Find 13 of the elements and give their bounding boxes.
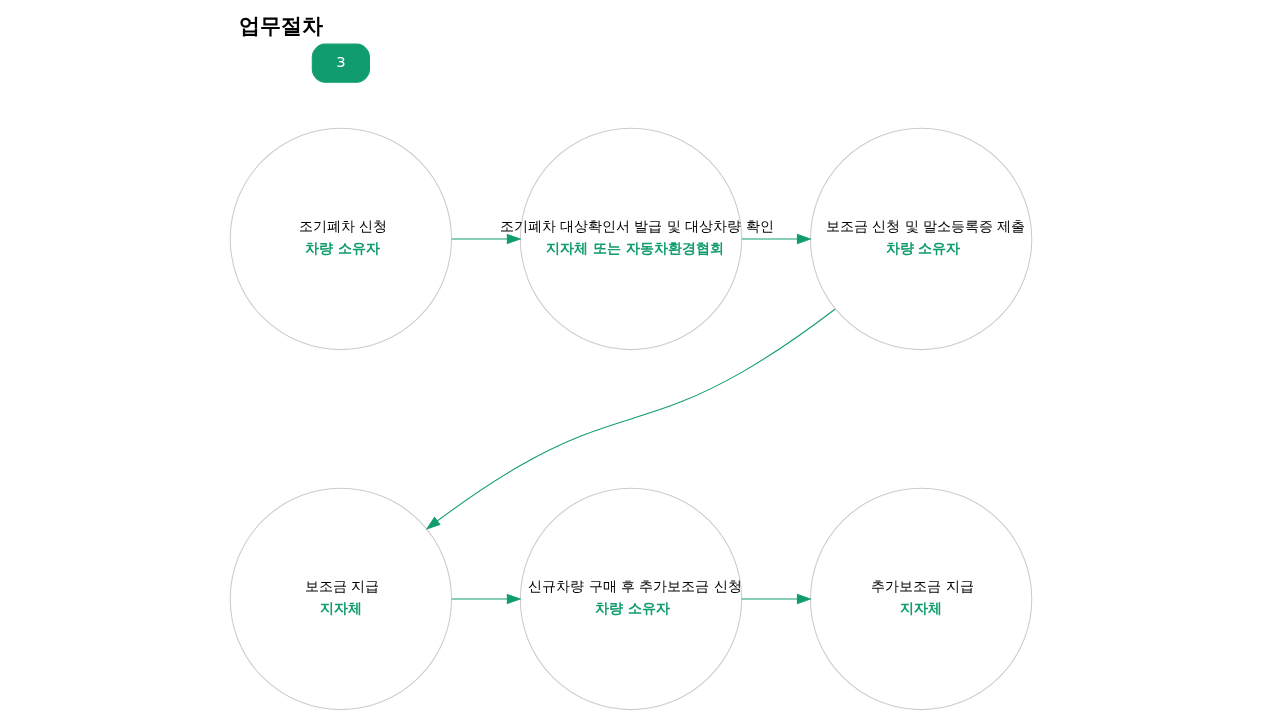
arrow: [451, 593, 522, 605]
diagram-title: 업무절차: [238, 12, 323, 38]
node-circle: 추가보조금 지급 지자체: [809, 487, 1033, 711]
node-label: 조기폐차 대상확인서 발급 및 대상차량 확인: [499, 217, 774, 234]
node-circle: 신규차량 구매 후 추가보조금 신청 차량 소유자: [519, 487, 743, 711]
arrow: [425, 308, 836, 530]
node-circle: 보조금 신청 및 말소등록증 제출 차량 소유자: [809, 127, 1033, 351]
arrow: [741, 233, 812, 245]
label: 3: [336, 53, 346, 71]
arrow: [741, 593, 812, 605]
node-circle: 조기폐차 신청 차량 소유자: [229, 127, 453, 351]
node-circle: 보조금 지급 지자체: [229, 487, 453, 711]
arrow: [451, 233, 522, 245]
